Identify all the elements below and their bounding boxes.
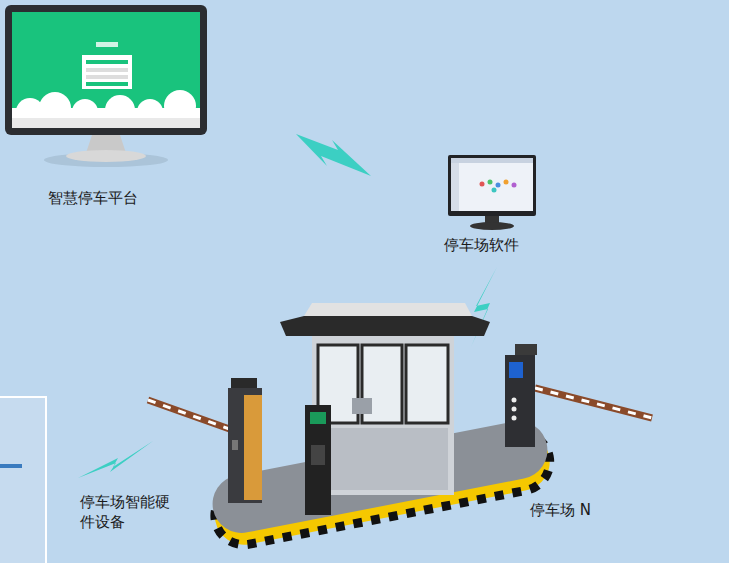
ticket-kiosk-part (311, 445, 325, 465)
platform-monitor-part (86, 75, 128, 79)
right-barrier (505, 344, 652, 447)
software-monitor-part (448, 155, 536, 216)
software-monitor-part (485, 216, 499, 223)
software-monitor-part (451, 163, 459, 211)
platform-monitor-part (86, 68, 128, 72)
scene-label: 停车场智能硬件设备 (80, 492, 176, 532)
ticket-kiosk-part (305, 405, 331, 515)
scene-label: 停车场 N (530, 500, 591, 520)
ticket-kiosk (305, 405, 331, 515)
booth-part (318, 428, 448, 490)
platform-monitor-part (12, 118, 200, 128)
device-caption: 停车场软件 (444, 235, 539, 255)
wireless-symbol-part (296, 134, 371, 176)
platform-monitor-part (96, 42, 118, 47)
software-monitor-part (480, 182, 485, 187)
platform-monitor-part (86, 60, 128, 64)
platform-monitor-part (5, 5, 207, 135)
device-node: 停车场软件 (444, 155, 539, 255)
right-barrier-part (505, 355, 535, 447)
wireless-symbol-part (78, 441, 153, 478)
platform-monitor-part (82, 55, 132, 89)
left-barrier-part (148, 400, 238, 432)
software-monitor-part (492, 188, 497, 193)
right-barrier-part (509, 362, 523, 378)
right-barrier-part (515, 344, 537, 355)
right-barrier-part (535, 388, 652, 418)
left-barrier-part (148, 400, 238, 432)
platform-monitor (5, 5, 207, 167)
software-monitor-part (451, 158, 533, 163)
edge-box-part (0, 397, 46, 563)
edge-box (0, 397, 46, 563)
right-barrier-part (512, 407, 517, 412)
platform-monitor-part (86, 82, 128, 86)
device-caption: 智慧停车平台 (48, 188, 207, 208)
right-barrier-part (512, 416, 517, 421)
software-monitor (448, 155, 536, 230)
booth-part (406, 345, 448, 423)
software-monitor-part (470, 222, 514, 230)
platform-monitor-part (12, 108, 200, 118)
left-barrier-part (228, 388, 262, 503)
software-monitor-part (451, 158, 533, 211)
ticket-kiosk-part (310, 412, 326, 424)
platform-monitor-part (66, 150, 146, 162)
booth-part (280, 316, 490, 336)
left-barrier-part (244, 395, 262, 500)
right-barrier-part (512, 398, 517, 403)
left-barrier-part (231, 378, 257, 388)
left-barrier-part (232, 440, 238, 450)
device-node: 智慧停车平台 (5, 5, 207, 208)
edge-box-part (0, 464, 22, 468)
software-monitor-part (512, 183, 517, 188)
software-monitor-part (496, 183, 501, 188)
left-barrier (148, 378, 262, 503)
booth-part (304, 303, 472, 316)
booth-part (312, 335, 454, 495)
software-monitor-part (488, 180, 493, 185)
booth-part (352, 398, 372, 414)
right-barrier-part (535, 388, 652, 418)
software-monitor-part (504, 180, 509, 185)
